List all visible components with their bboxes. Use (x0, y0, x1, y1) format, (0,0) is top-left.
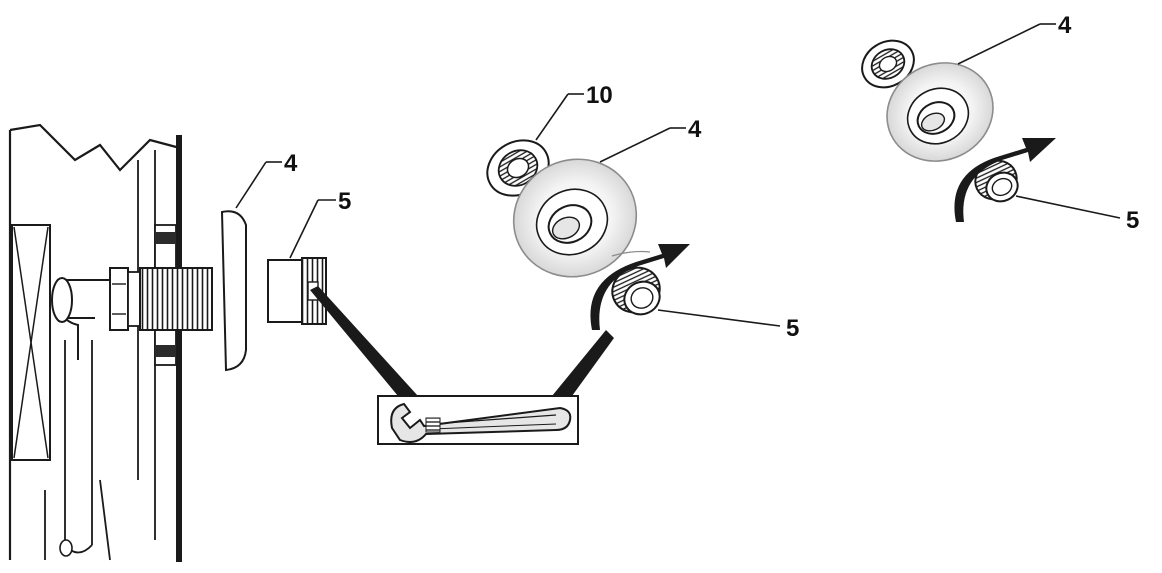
wrench-icon (390, 402, 572, 443)
sealing-ring-left (220, 210, 247, 372)
filter-cartridge (11, 224, 51, 461)
locking-nut-left (267, 257, 327, 325)
callout-4-flange-middle: 4 (688, 116, 702, 143)
callout-5-nut-middle: 5 (786, 315, 799, 342)
threaded-fitting-right (861, 39, 915, 89)
callout-4-ring-left: 4 (284, 150, 298, 177)
flange-middle (512, 158, 638, 278)
callout-5-nut-left: 5 (338, 188, 351, 215)
flange-right (886, 62, 994, 162)
callout-labels: 4 5 10 4 5 4 5 (284, 12, 1139, 342)
rotate-clockwise-arrow-icon (954, 138, 1056, 222)
callout-5-nut-right: 5 (1126, 207, 1139, 234)
locking-nut-middle (611, 266, 661, 316)
locking-nut-right (974, 159, 1019, 203)
pool-wall-panel (176, 135, 182, 562)
callout-4-flange-right: 4 (1058, 12, 1072, 39)
wall-outline (9, 123, 181, 172)
wrench-callout (310, 286, 614, 445)
callout-10-fitting-middle: 10 (586, 82, 613, 109)
rotate-clockwise-arrow-icon (590, 244, 690, 330)
wall-section (8, 123, 213, 562)
elbow-pipe (51, 267, 213, 557)
